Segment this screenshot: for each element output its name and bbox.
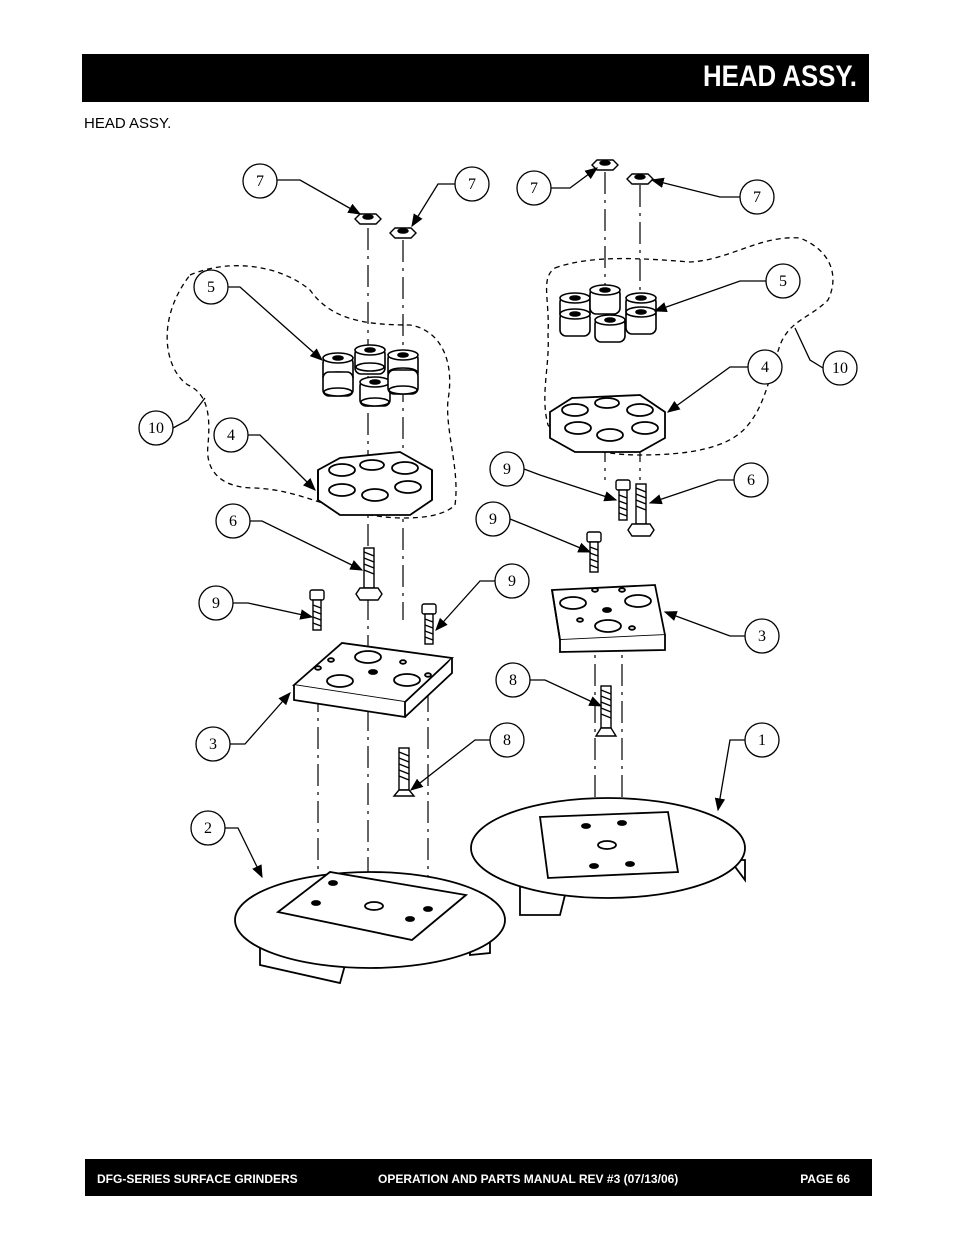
cap-screws-left bbox=[309, 589, 437, 645]
page-title: HEAD ASSY. bbox=[703, 60, 857, 93]
callout-label: 8 bbox=[503, 732, 511, 749]
base-disc-left bbox=[234, 871, 506, 985]
flat-screw-left bbox=[392, 747, 416, 797]
callout-label: 3 bbox=[758, 628, 766, 645]
callout-label: 7 bbox=[256, 173, 264, 190]
footer-bar: DFG-SERIES SURFACE GRINDERS OPERATION AN… bbox=[85, 1159, 872, 1196]
hex-nut-icon bbox=[354, 213, 417, 239]
callout-label: 7 bbox=[468, 176, 476, 193]
callout-label: 4 bbox=[227, 427, 235, 444]
callout-label: 9 bbox=[489, 511, 497, 528]
mount-plate-right bbox=[550, 584, 667, 653]
kit-outline-left bbox=[166, 265, 457, 519]
callout-label: 3 bbox=[209, 736, 217, 753]
callout-label: 9 bbox=[508, 573, 516, 590]
roller-plate-left bbox=[317, 451, 433, 516]
roller-bearings-left bbox=[322, 344, 419, 407]
callout-label: 10 bbox=[832, 360, 848, 377]
callout-label: 4 bbox=[761, 359, 769, 376]
hex-bolt-left bbox=[355, 547, 383, 601]
base-disc-right bbox=[470, 797, 746, 916]
mount-plate-left bbox=[291, 642, 454, 719]
callout-label: 1 bbox=[758, 732, 766, 749]
callout-label: 6 bbox=[747, 472, 755, 489]
callout-label: 7 bbox=[530, 180, 538, 197]
callout-label: 8 bbox=[509, 672, 517, 689]
kit-outline-right bbox=[544, 237, 834, 456]
roller-bearings-right bbox=[559, 284, 657, 343]
roller-plate-right bbox=[549, 394, 666, 453]
callout-label: 2 bbox=[204, 820, 212, 837]
footer-manual-revision: OPERATION AND PARTS MANUAL REV #3 (07/13… bbox=[378, 1172, 679, 1186]
footer-page-number: PAGE 66 bbox=[800, 1172, 850, 1186]
callout-label: 6 bbox=[229, 513, 237, 530]
callout-label: 5 bbox=[779, 273, 787, 290]
callout-label: 9 bbox=[503, 461, 511, 478]
section-subtitle: HEAD ASSY. bbox=[84, 115, 172, 132]
callout-label: 9 bbox=[212, 595, 220, 612]
header-bar: HEAD ASSY. bbox=[82, 54, 869, 102]
callout-label: 10 bbox=[148, 420, 164, 437]
footer-product: DFG-SERIES SURFACE GRINDERS bbox=[97, 1172, 298, 1186]
callout-label: 7 bbox=[753, 189, 761, 206]
callout-label: 5 bbox=[207, 279, 215, 296]
callout-bubbles bbox=[138, 163, 858, 846]
